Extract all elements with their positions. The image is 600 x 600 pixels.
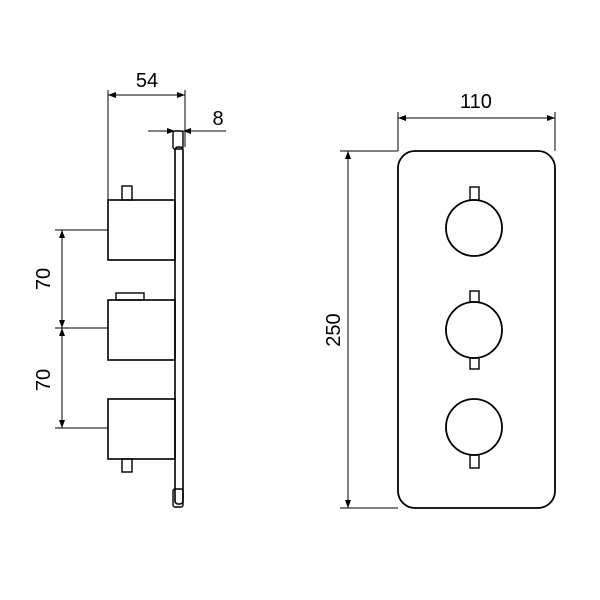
side-lever-2 xyxy=(115,292,145,301)
dimension-spacing-lower-label: 70 xyxy=(33,369,55,391)
front-knob-1 xyxy=(445,199,503,257)
side-lever-1 xyxy=(121,185,133,201)
side-control-body-3 xyxy=(107,398,176,460)
side-plate xyxy=(174,146,184,505)
front-view: 110 250 xyxy=(323,91,556,509)
dimension-plate-thickness: 8 xyxy=(148,108,226,134)
dimension-width: 110 xyxy=(397,91,556,151)
front-knob-2 xyxy=(445,301,503,359)
knob-2-lever-top xyxy=(469,290,480,303)
dimension-height-label: 250 xyxy=(323,313,345,346)
knob-3-lever xyxy=(469,454,480,469)
plate-bottom-cap xyxy=(172,488,184,508)
front-knob-3 xyxy=(445,398,503,456)
side-control-body-1 xyxy=(107,199,176,261)
dimension-depth-label: 54 xyxy=(136,70,158,92)
knob-1-lever xyxy=(469,186,480,201)
dimension-plate-thickness-label: 8 xyxy=(212,108,223,130)
side-view: 54 8 70 70 xyxy=(33,70,226,508)
side-lever-3 xyxy=(121,458,133,473)
dimension-width-label: 110 xyxy=(460,91,492,113)
dimension-depth: 54 xyxy=(107,70,186,200)
side-control-body-2 xyxy=(107,299,176,361)
front-plate xyxy=(397,150,556,509)
knob-2-lever-bottom xyxy=(469,357,480,370)
dimension-height: 250 xyxy=(323,150,398,509)
dimension-spacing-upper-label: 70 xyxy=(33,268,55,290)
dimension-spacing: 70 70 xyxy=(33,229,108,429)
